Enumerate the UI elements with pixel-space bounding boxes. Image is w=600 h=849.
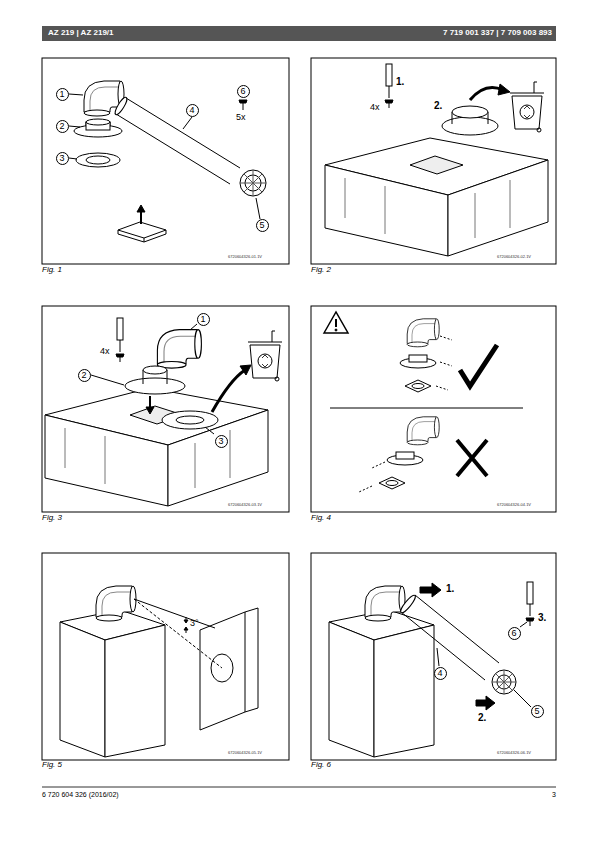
callout-number: 2 <box>78 369 91 382</box>
callout-number: 1 <box>197 313 210 326</box>
fig1-parts <box>69 81 266 242</box>
callout-number: 1 <box>56 88 69 101</box>
callout-number: 3 <box>56 152 69 165</box>
image-code: 6720604326-04.1V <box>497 503 531 507</box>
header-text: AZ 219 | AZ 219/1 <box>48 29 114 38</box>
figure-label: Fig. 3 <box>42 514 62 523</box>
quantity-note: 5x <box>236 113 246 123</box>
callout-number: 3 <box>215 435 228 448</box>
header-text: 7 719 001 337 | 7 709 003 893 <box>443 29 552 38</box>
image-code: 6720604326-06.1V <box>497 751 531 755</box>
figure-label: Fig. 2 <box>311 266 331 275</box>
step-number: 2. <box>434 100 442 111</box>
image-code: 6720604326-02.1V <box>497 255 531 259</box>
figure-label: Fig. 4 <box>311 514 331 523</box>
footer-rule <box>42 787 556 788</box>
fig5-parts <box>60 586 258 757</box>
header-bar <box>42 26 556 41</box>
image-code: 6720604326-05.1V <box>228 751 262 755</box>
callout-number: 5 <box>531 705 544 718</box>
step-number: 1. <box>446 583 454 594</box>
footer-text: 6 720 604 326 (2016/02) <box>42 791 119 799</box>
step-number: 3. <box>538 612 546 623</box>
image-code: 6720604326-03.1V <box>228 503 262 507</box>
callout-number: 2 <box>56 120 69 133</box>
figure-label: Fig. 5 <box>42 761 62 770</box>
footer-text: 3 <box>552 791 556 799</box>
callout-number: 5 <box>256 219 269 232</box>
callout-number: 4 <box>434 667 447 680</box>
step-number: 2. <box>478 712 486 723</box>
fig6-parts <box>329 582 534 757</box>
fig4-parts <box>324 312 523 492</box>
quantity-note: 4x <box>100 347 110 357</box>
quantity-note: 3° <box>190 619 199 629</box>
fig3-parts <box>45 318 282 506</box>
figure-label: Fig. 1 <box>42 266 62 275</box>
callout-number: 6 <box>237 85 250 98</box>
quantity-note: 4x <box>370 103 380 113</box>
image-code: 6720604326-01.1V <box>228 255 262 259</box>
fig2-parts <box>325 64 548 256</box>
callout-number: 6 <box>508 627 521 640</box>
figure-panels <box>42 58 556 760</box>
callout-number: 4 <box>186 104 199 117</box>
step-number: 1. <box>396 76 404 87</box>
figure-label: Fig. 6 <box>311 761 331 770</box>
